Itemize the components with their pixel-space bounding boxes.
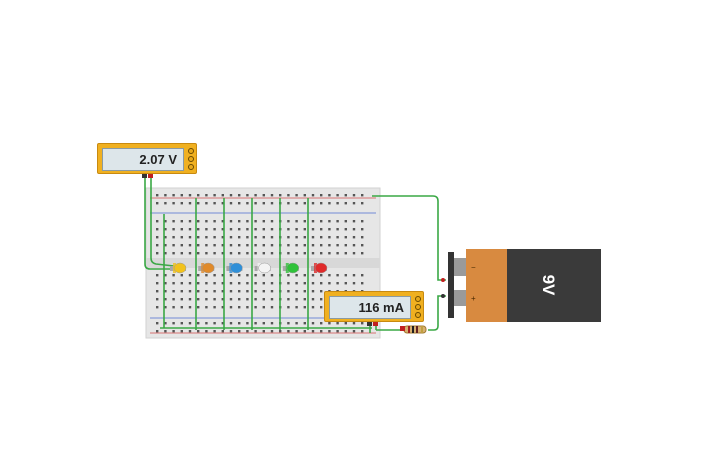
led-group[interactable]: [170, 262, 328, 274]
voltmeter-knob-mid[interactable]: [188, 156, 194, 162]
led-green[interactable]: [282, 262, 300, 274]
wire-voltmeter-neg: [144, 176, 176, 270]
battery-plus-label: +: [471, 294, 476, 303]
led-white[interactable]: [254, 262, 271, 274]
voltmeter-probe-red: [148, 172, 153, 178]
led-red[interactable]: [311, 262, 328, 274]
battery-terminal-negative: [454, 258, 466, 276]
battery-minus-label: −: [471, 263, 476, 272]
wire-battery-pos: [428, 295, 446, 331]
voltmeter-knob-top[interactable]: [188, 148, 194, 154]
battery-terminal-positive: [454, 290, 466, 306]
battery-clip: [448, 252, 454, 318]
ammeter-reading: 116 mA: [358, 300, 404, 315]
voltmeter[interactable]: 2.07 V: [97, 143, 197, 174]
battery-cap: [466, 249, 508, 322]
ammeter-display: 116 mA: [329, 296, 411, 319]
resistor[interactable]: [403, 325, 427, 334]
ammeter-probe-red: [373, 320, 378, 326]
probe-tip-red: [400, 326, 405, 331]
wires: [144, 176, 446, 333]
wire-rail-top: [372, 195, 446, 281]
battery-body: [507, 249, 601, 322]
led-yellow[interactable]: [170, 262, 187, 274]
wire-voltmeter-pos: [150, 176, 175, 267]
voltmeter-reading: 2.07 V: [139, 152, 177, 167]
battery-label: 9V: [539, 274, 558, 296]
ammeter-knob-top[interactable]: [415, 296, 421, 302]
voltmeter-probe-black: [142, 172, 147, 178]
ammeter-knob-bottom[interactable]: [415, 312, 421, 318]
battery-9v[interactable]: [441, 249, 601, 322]
led-blue[interactable]: [226, 262, 243, 274]
voltmeter-display: 2.07 V: [102, 148, 184, 171]
ammeter-probe-black: [367, 320, 372, 326]
voltmeter-knob-bottom[interactable]: [188, 164, 194, 170]
ammeter-knob-mid[interactable]: [415, 304, 421, 310]
led-orange[interactable]: [198, 262, 215, 274]
ammeter[interactable]: 116 mA: [324, 291, 424, 322]
